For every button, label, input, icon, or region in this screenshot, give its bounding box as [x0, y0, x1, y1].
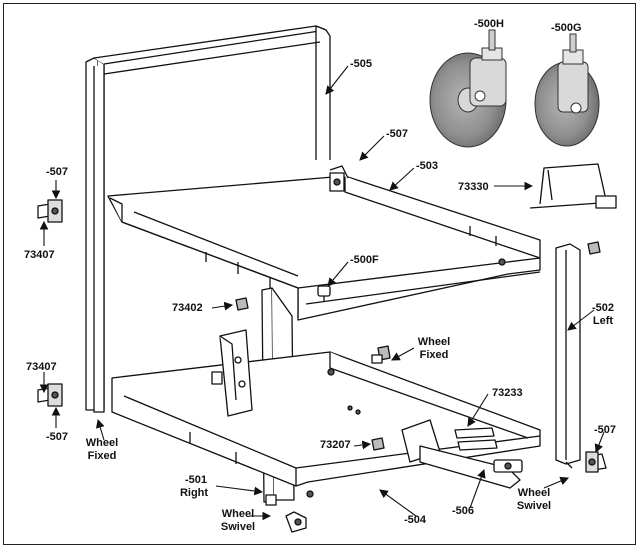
nut-73207	[371, 437, 385, 451]
label-507-left-top: -507	[46, 166, 69, 178]
label-500f: -500F	[350, 254, 379, 266]
diagram-border	[3, 3, 636, 545]
top-shelf-503	[107, 165, 541, 321]
label-73330: 73330	[458, 181, 489, 193]
label-506: -506	[452, 505, 475, 517]
label-504: -504	[404, 514, 427, 526]
label-505: -505	[350, 58, 373, 70]
nut-right-top	[587, 241, 601, 255]
label-500g: -500G	[551, 22, 582, 34]
pins-73233	[454, 427, 498, 451]
bolt-top-fixed	[371, 345, 391, 364]
nut-73402	[235, 297, 249, 311]
label-500h: -500H	[474, 18, 504, 30]
label-wheel-swivel-left: Wheel	[221, 508, 255, 520]
bolt-assembly-left-top	[37, 199, 63, 223]
bolt-500f	[317, 285, 331, 302]
caster-500h	[429, 29, 507, 148]
label-502: -502	[591, 302, 615, 314]
label-wheel-fixed-left-sub: Fixed	[87, 450, 117, 462]
hitch-bracket	[211, 329, 253, 417]
label-wheel-fixed-mid-sub: Fixed	[419, 349, 449, 361]
bolt-assembly-left-bottom	[37, 383, 63, 407]
label-501: -501	[184, 474, 208, 486]
label-502-sub: Left	[592, 315, 614, 327]
label-507-top: -507	[386, 128, 409, 140]
label-wheel-swivel-right-sub: Swivel	[516, 500, 552, 512]
label-73207: 73207	[320, 439, 351, 451]
label-wheel-swivel-left-sub: Swivel	[220, 521, 256, 533]
hitch-pin-73330	[529, 163, 617, 209]
label-73233: 73233	[492, 387, 523, 399]
label-73402: 73402	[172, 302, 203, 314]
label-wheel-fixed-mid: Wheel	[417, 336, 451, 348]
bolt-assembly-right	[585, 451, 607, 473]
handle-bar-506	[401, 419, 523, 489]
label-507-right: -507	[594, 424, 617, 436]
caster-500g	[534, 33, 600, 147]
left-side-panel	[93, 66, 105, 413]
left-side-panel-502	[555, 243, 581, 469]
label-507-left-bottom: -507	[46, 431, 69, 443]
label-73407-top: 73407	[24, 249, 55, 261]
label-503: -503	[416, 160, 439, 172]
label-wheel-swivel-right: Wheel	[517, 487, 551, 499]
label-501-sub: Right	[179, 487, 209, 499]
label-wheel-fixed-left: Wheel	[85, 437, 119, 449]
label-73407-bottom: 73407	[26, 361, 57, 373]
